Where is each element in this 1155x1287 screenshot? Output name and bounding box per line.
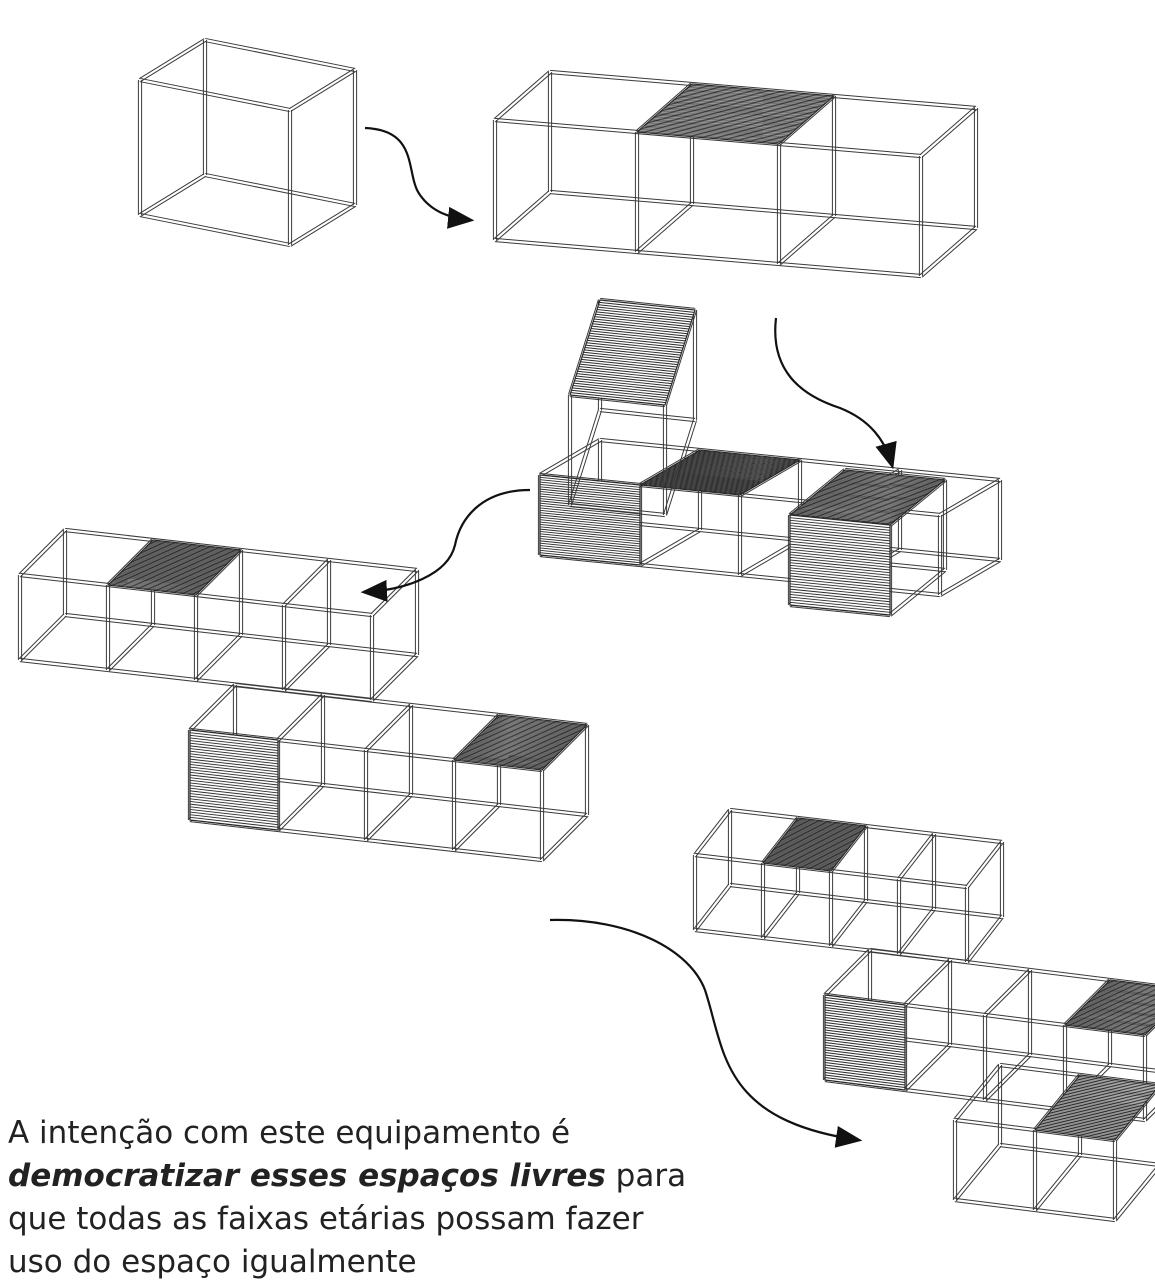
caption-text: A intenção com este equipamento é democr… [8,1112,708,1284]
module-cluster-a-row [537,437,1003,598]
hatched-face [789,514,891,616]
caption-line-4: uso do espaço igualmente [8,1244,417,1280]
arrow-1 [364,126,475,229]
caption-line-2-rest: para [605,1158,687,1194]
hatched-face [824,994,906,1091]
module-cluster-a-wing [787,467,948,618]
sequence-arrows [360,126,897,1148]
hatched-face [189,729,279,831]
hatched-face [539,474,641,566]
module-frames [17,37,1155,1223]
arrow-2 [774,317,897,470]
module-cluster-c-front [822,947,1155,1123]
arrow-4 [549,918,863,1148]
module-cluster-c-back [692,807,1005,965]
caption-line-1: A intenção com este equipamento é [8,1115,571,1151]
caption-emphasis: democratizar esses espaços livres [8,1158,606,1194]
module-cluster-b-back [17,527,420,703]
caption-line-3: que todas as faixas etárias possam fazer [8,1201,644,1237]
module-three-cubes [492,69,979,279]
module-cluster-c-drop [952,1062,1155,1223]
module-single-cube [137,37,358,248]
module-cluster-a-tower [567,297,698,518]
module-cluster-b-front [187,682,590,863]
arrow-3 [360,488,531,602]
caption-line-2: democratizar esses espaços livres para [8,1155,708,1198]
